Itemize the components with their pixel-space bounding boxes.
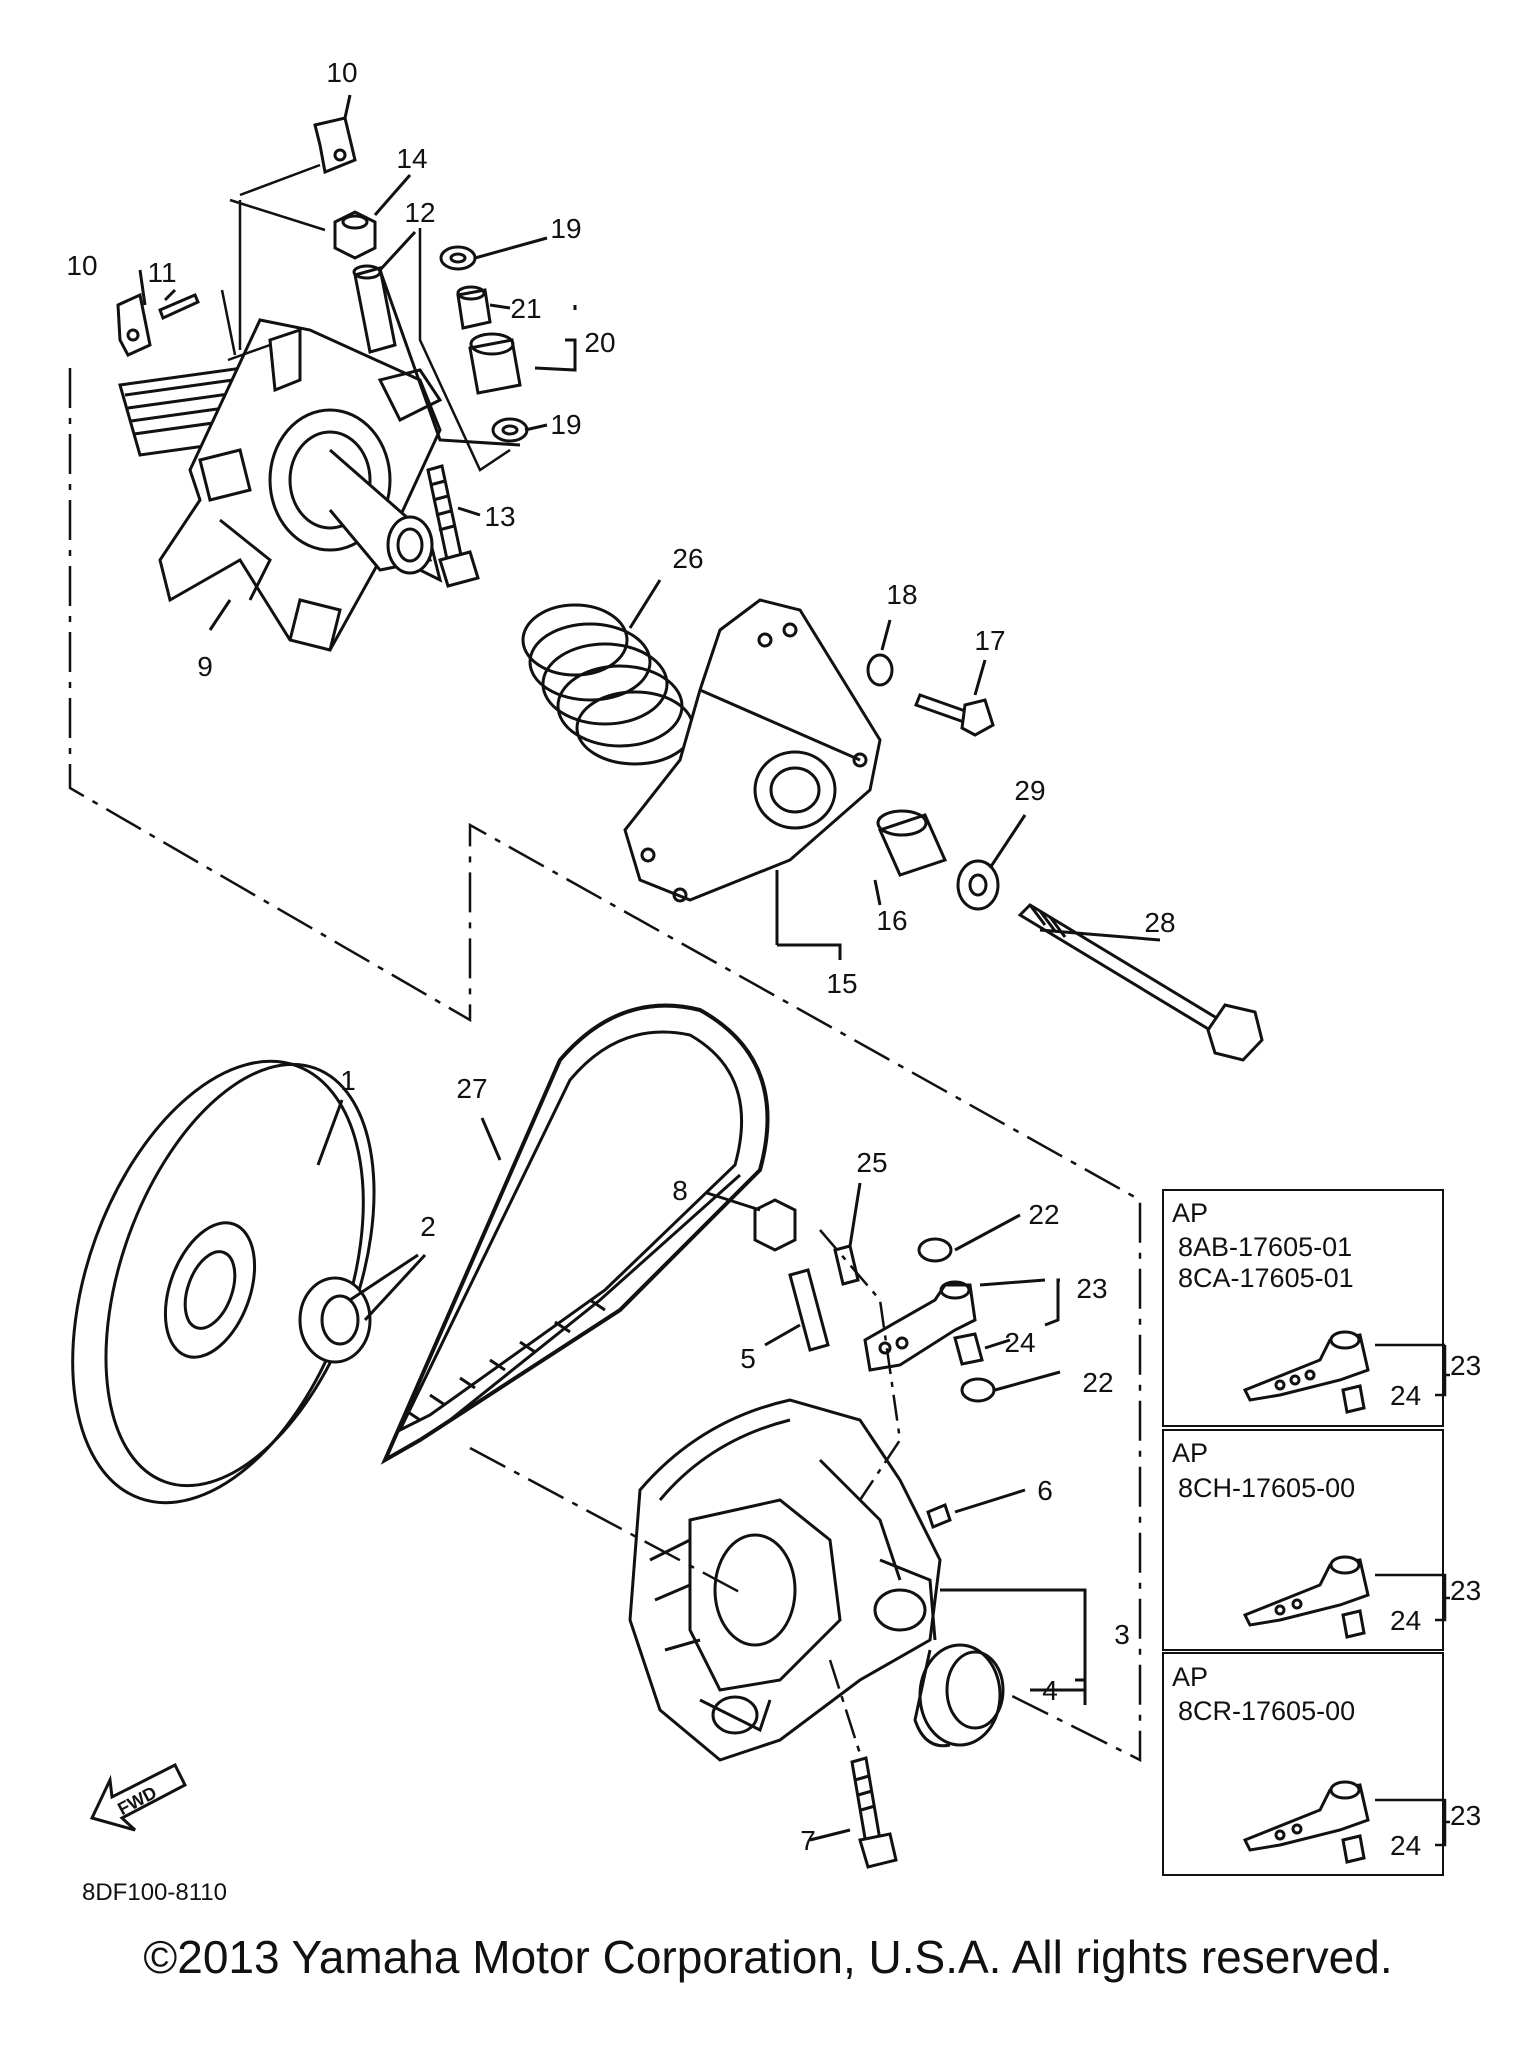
part-17-bolt bbox=[914, 693, 995, 737]
callout-8: 8 bbox=[672, 1175, 688, 1206]
part-19-washer-top bbox=[439, 245, 477, 271]
callout-19-top: 19 bbox=[550, 213, 581, 244]
part-16-bushing bbox=[876, 809, 948, 877]
part-20-roller bbox=[468, 332, 522, 395]
callout-27: 27 bbox=[456, 1073, 487, 1104]
callout-26: 26 bbox=[672, 543, 703, 574]
callout-29: 29 bbox=[1014, 775, 1045, 806]
callout-5: 5 bbox=[740, 1343, 756, 1374]
ap-box-1: AP 8AB-17605-01 8CA-17605-01 23 24 bbox=[1162, 1189, 1481, 1427]
ap-box-3-label: AP bbox=[1172, 1662, 1208, 1692]
callout-14: 14 bbox=[396, 143, 427, 174]
callout-numbers: 10 14 12 19 10 11 21 20 19 13 9 26 18 17… bbox=[66, 57, 1175, 1856]
part-9-spider-hub bbox=[118, 318, 443, 652]
callout-2: 2 bbox=[420, 1211, 436, 1242]
drawing-code: 8DF100-8110 bbox=[82, 1879, 227, 1906]
ap-box-3: AP 8CR-17605-00 23 24 bbox=[1162, 1652, 1481, 1876]
callout-17: 17 bbox=[974, 625, 1005, 656]
assembly-centerline bbox=[68, 368, 1142, 1763]
callout-1: 1 bbox=[340, 1065, 356, 1096]
callout-22-top: 22 bbox=[1028, 1199, 1059, 1230]
callout-25: 25 bbox=[856, 1147, 887, 1178]
part-27-belt bbox=[380, 1003, 770, 1465]
fwd-arrow-icon: FWD bbox=[89, 1762, 187, 1832]
callout-16: 16 bbox=[876, 905, 907, 936]
callout-6: 6 bbox=[1037, 1475, 1053, 1506]
part-6-screw bbox=[926, 1503, 952, 1529]
callout-18: 18 bbox=[886, 579, 917, 610]
callout-9: 9 bbox=[197, 651, 213, 682]
callout-10-top: 10 bbox=[326, 57, 357, 88]
ap-box-1-label: AP bbox=[1172, 1198, 1208, 1228]
copyright-notice: ©2013 Yamaha Motor Corporation, U.S.A. A… bbox=[143, 1931, 1393, 1983]
part-22-washer-bottom bbox=[960, 1377, 996, 1403]
ap-box-2: AP 8CH-17605-00 23 24 bbox=[1162, 1429, 1481, 1651]
callout-13: 13 bbox=[484, 501, 515, 532]
callout-15: 15 bbox=[826, 968, 857, 999]
part-19-washer-bottom bbox=[491, 417, 529, 443]
part-29-washer bbox=[956, 859, 1000, 911]
part-1-sheave bbox=[71, 1059, 376, 1505]
callout-3: 3 bbox=[1114, 1619, 1130, 1650]
ap-box-1-callout-23: 23 bbox=[1450, 1350, 1481, 1381]
ap-box-1-code-2: 8CA-17605-01 bbox=[1178, 1263, 1354, 1293]
ap-box-2-code-1: 8CH-17605-00 bbox=[1178, 1473, 1355, 1503]
part-4-bushing bbox=[913, 1643, 1005, 1748]
callout-10-left: 10 bbox=[66, 250, 97, 281]
callout-23: 23 bbox=[1076, 1273, 1107, 1304]
part-18-washer bbox=[866, 653, 894, 687]
part-28-bolt bbox=[1017, 903, 1264, 1062]
ap-box-3-code-1: 8CR-17605-00 bbox=[1178, 1696, 1355, 1726]
part-10-weight-top bbox=[313, 116, 357, 175]
ap-box-1-callout-24: 24 bbox=[1390, 1380, 1421, 1411]
ap-box-2-callout-24: 24 bbox=[1390, 1605, 1421, 1636]
part-24-bushing bbox=[953, 1332, 984, 1366]
part-21-bushing bbox=[456, 285, 492, 330]
part-13-bolt bbox=[426, 464, 480, 588]
callout-19-bottom: 19 bbox=[550, 409, 581, 440]
part-23-arm bbox=[863, 1280, 977, 1372]
ap-box-1-code-1: 8AB-17605-01 bbox=[1178, 1232, 1352, 1262]
part-2-bushing bbox=[298, 1276, 372, 1364]
part-12-sleeve bbox=[352, 264, 397, 354]
part-14-nut bbox=[333, 210, 377, 260]
part-3-housing bbox=[628, 1398, 942, 1762]
part-15-cover bbox=[623, 598, 882, 903]
callout-12: 12 bbox=[404, 197, 435, 228]
part-8-nut bbox=[753, 1198, 797, 1252]
callout-28: 28 bbox=[1144, 907, 1175, 938]
part-22-washer-top bbox=[917, 1237, 953, 1263]
part-7-bolt bbox=[850, 1756, 898, 1869]
part-26-spring bbox=[521, 603, 695, 766]
callout-20: 20 bbox=[584, 327, 615, 358]
callout-11: 11 bbox=[147, 257, 176, 288]
ap-box-2-callout-23: 23 bbox=[1450, 1575, 1481, 1606]
part-5-pin bbox=[788, 1268, 830, 1352]
ap-box-3-callout-23: 23 bbox=[1450, 1800, 1481, 1831]
part-11-pin bbox=[158, 293, 200, 321]
ap-box-2-label: AP bbox=[1172, 1438, 1208, 1468]
part-25-pin bbox=[833, 1244, 860, 1286]
callout-24: 24 bbox=[1004, 1327, 1035, 1358]
part-10-weight-left bbox=[116, 292, 152, 357]
callout-22-bottom: 22 bbox=[1082, 1367, 1113, 1398]
callout-4: 4 bbox=[1042, 1675, 1058, 1706]
callout-7: 7 bbox=[800, 1825, 816, 1856]
callout-21: 21 bbox=[510, 293, 541, 324]
ap-box-3-callout-24: 24 bbox=[1390, 1830, 1421, 1861]
